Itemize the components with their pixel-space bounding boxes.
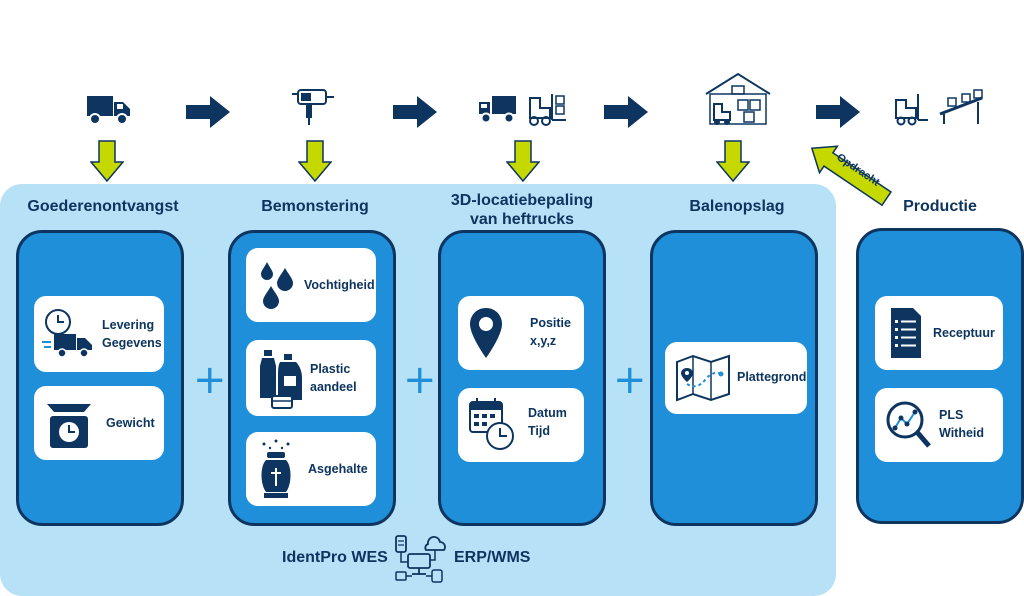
production-icon (895, 89, 983, 126)
card-text: Asgehalte (308, 462, 368, 476)
magnifier-chart-icon (886, 401, 931, 448)
column-goederenontvangst (16, 230, 184, 526)
title-goederenontvangst: Goederenontvangst (27, 198, 179, 215)
document-icon (891, 308, 921, 358)
card-datum-tijd: Datum Tijd (458, 388, 584, 462)
truck-forklift-icon (479, 94, 566, 126)
card-text: Datum Tijd (528, 406, 567, 438)
calendar-clock-icon (469, 398, 514, 450)
down-arrow-icon (298, 140, 332, 182)
process-arrow-icon (186, 96, 230, 128)
title-balenopslag: Balenopslag (689, 198, 785, 215)
card-receptuur: Receptuur (875, 296, 1003, 370)
truck-icon (87, 96, 130, 125)
down-arrow-icon (90, 140, 124, 182)
bottles-icon (260, 350, 302, 409)
network-icon (395, 535, 446, 583)
card-vochtigheid: Vochtigheid (246, 248, 376, 322)
warehouse-icon (705, 72, 771, 125)
opdracht-arrow (810, 145, 892, 207)
droplets-icon (261, 262, 293, 309)
down-arrow-icon (506, 140, 540, 182)
pin-icon (470, 308, 502, 358)
card-plastic-aandeel: Plastic aandeel (246, 340, 376, 416)
process-arrow-icon (393, 96, 437, 128)
process-arrow-icon (604, 96, 648, 128)
card-pls-witheid: PLS Witheid (875, 388, 1003, 462)
card-gewicht: Gewicht (34, 386, 164, 460)
card-text: Levering Gegevens (102, 318, 162, 350)
card-text: Plastic aandeel (310, 362, 357, 394)
card-text: PLS Witheid (939, 408, 985, 440)
plus-icon: + (403, 357, 437, 403)
identpro-wes-label: IdentPro WES (282, 549, 388, 566)
plus-icon: + (193, 357, 227, 403)
card-text: Plattegrond (737, 370, 807, 384)
card-text: Gewicht (106, 416, 155, 430)
card-positie: Positie x,y,z (458, 296, 584, 370)
column-productie (856, 228, 1024, 524)
plus-icon: + (613, 357, 647, 403)
title-3d-locatiebepaling: 3D-locatiebepaling van heftrucks (450, 192, 594, 228)
erp-wms-label: ERP/WMS (454, 549, 531, 566)
card-text: Receptuur (933, 326, 995, 340)
title-bemonstering: Bemonstering (261, 198, 369, 215)
card-asgehalte: Asgehalte (246, 432, 376, 506)
sampler-icon (292, 89, 334, 125)
down-arrow-icon (716, 140, 750, 182)
process-arrow-icon (816, 96, 860, 128)
urn-icon (261, 439, 291, 498)
column-3d-locatie (438, 230, 606, 526)
map-icon (676, 354, 730, 402)
card-plattegrond: Plattegrond (665, 342, 807, 414)
card-text: Vochtigheid (304, 278, 375, 292)
scale-icon (47, 404, 91, 448)
card-text: Positie x,y,z (530, 316, 571, 348)
card-levering-gegevens: Levering Gegevens (34, 296, 164, 372)
title-productie: Productie (903, 198, 977, 215)
clock-truck-icon (42, 309, 92, 358)
